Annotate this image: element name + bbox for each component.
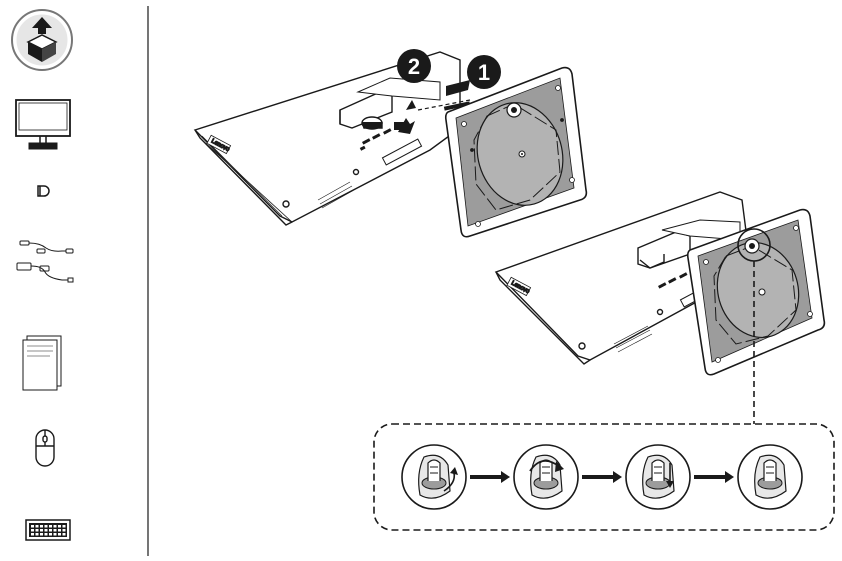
documents-icon xyxy=(22,335,62,391)
unbox-icon xyxy=(11,9,73,71)
monitor-icon xyxy=(15,99,71,150)
keyboard-key xyxy=(58,533,61,536)
rotate-arrow-icon xyxy=(443,472,456,492)
monitor-body-top: Lenovo xyxy=(193,51,471,226)
power-adapter-icon xyxy=(37,185,50,197)
keyboard-key xyxy=(62,525,66,528)
keyboard-key xyxy=(31,525,34,528)
keyboard-key xyxy=(49,525,52,528)
monitor-body-bottom: Lenovo xyxy=(494,191,751,365)
sequence-arrow-icon xyxy=(582,471,622,483)
keyboard-key xyxy=(58,525,61,528)
keyboard-key xyxy=(31,533,34,536)
keyboard-key xyxy=(40,525,43,528)
keyboard-key xyxy=(62,529,66,532)
keyboard-key xyxy=(53,533,57,536)
keyboard-key xyxy=(31,529,34,532)
keyboard-key xyxy=(35,533,39,536)
keyboard-key xyxy=(53,529,57,532)
screw-step-3 xyxy=(625,444,691,510)
keyboard-key xyxy=(49,529,52,532)
sidebar xyxy=(11,6,149,556)
keyboard-key xyxy=(58,529,61,532)
keyboard-key xyxy=(40,533,43,536)
keyboard-key xyxy=(44,525,48,528)
keyboard-key xyxy=(44,529,48,532)
cables-icon xyxy=(16,240,74,283)
guide-arrows xyxy=(398,80,471,134)
screw-sequence-panel xyxy=(373,423,835,531)
step-badge-2: 2 xyxy=(397,49,431,83)
mouse-icon xyxy=(35,429,55,467)
keyboard-icon xyxy=(25,519,71,541)
bottom-monitor-assembly: Lenovo xyxy=(494,191,826,424)
stand-plate-top xyxy=(444,66,588,238)
step-badge-2-label: 2 xyxy=(408,54,420,79)
screw-step-1 xyxy=(401,444,467,510)
screw-step-4 xyxy=(737,444,803,510)
keyboard-key xyxy=(49,533,52,536)
keyboard-key xyxy=(35,525,39,528)
top-monitor-assembly: Lenovo xyxy=(193,49,588,238)
sequence-arrow-icon xyxy=(470,471,510,483)
step-badge-1: 1 xyxy=(467,55,501,89)
screw-step-2 xyxy=(513,444,579,510)
keyboard-key xyxy=(35,529,39,532)
keyboard-key xyxy=(53,525,57,528)
sequence-arrow-icon xyxy=(694,471,734,483)
keyboard-key xyxy=(40,529,43,532)
step-badge-1-label: 1 xyxy=(478,60,490,85)
keyboard-key xyxy=(44,533,48,536)
keyboard-key xyxy=(62,533,66,536)
stand-plate-bottom xyxy=(686,208,826,376)
